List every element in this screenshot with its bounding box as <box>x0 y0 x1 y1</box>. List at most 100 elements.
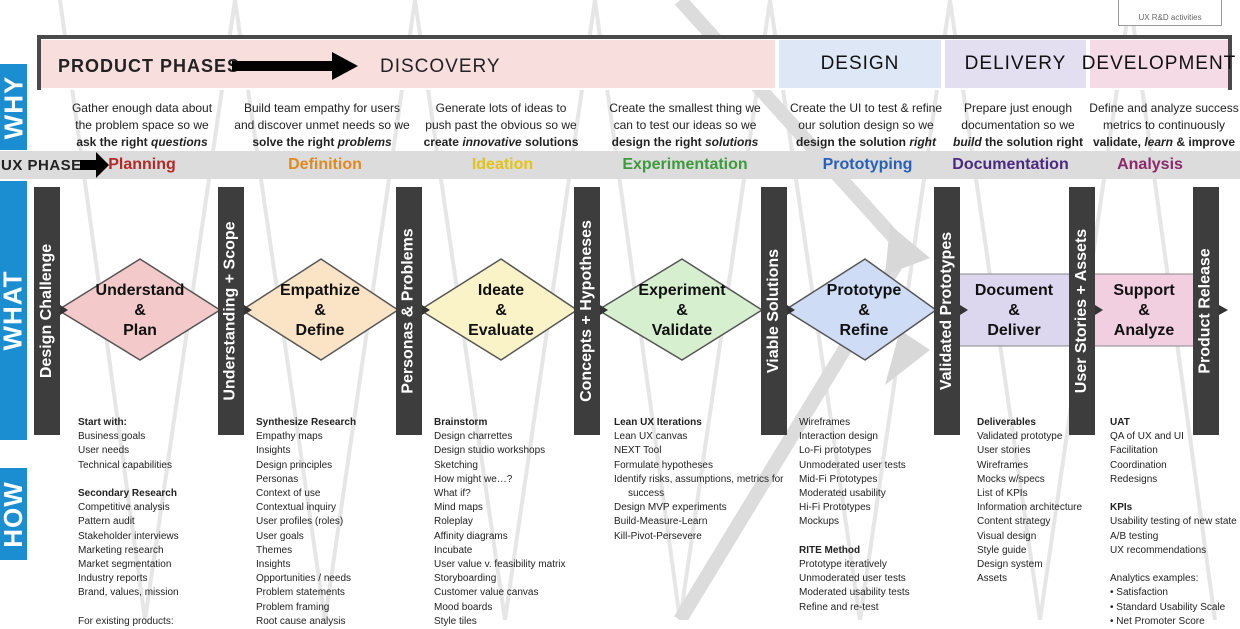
how-item: Insights <box>256 445 291 457</box>
how-item: Competitive analysis <box>78 502 170 514</box>
activity-experiment-validate: Experiment&Validate <box>638 282 726 339</box>
how-item: Refine and re-test <box>799 601 879 613</box>
arrow-right-icon <box>80 152 109 178</box>
how-item: Build-Measure-Learn <box>614 516 708 528</box>
how-item: Start with: <box>78 417 127 428</box>
how-item: Storyboarding <box>434 573 497 585</box>
activity-understand-plan: Understand&Plan <box>95 282 185 339</box>
how-item: Identify risks, assumptions, metrics for <box>614 473 784 485</box>
how-item: Sketching <box>434 459 478 471</box>
how-item: NEXT Tool <box>614 445 662 457</box>
how-item: Empathy maps <box>256 431 323 443</box>
how-item: User profiles (roles) <box>256 516 344 528</box>
how-item: KPIs <box>1110 502 1133 514</box>
how-item: Prototype iteratively <box>799 559 887 571</box>
how-item: Style tiles <box>434 615 477 627</box>
how-label: HOW <box>0 468 28 560</box>
arrow-right-icon <box>232 52 358 80</box>
how-item: Opportunities / needs <box>256 573 352 585</box>
gate-product-release: Product Release <box>1193 187 1219 435</box>
activity-document-deliver: Document&Deliver <box>974 282 1054 339</box>
how-item: Affinity diagrams <box>434 530 508 542</box>
how-item: Design charrettes <box>434 431 513 443</box>
how-item: Mockups <box>799 516 840 528</box>
how-item: Design MVP experiments <box>614 502 727 514</box>
how-item: For existing products: <box>78 615 174 627</box>
how-item: Context of use <box>256 488 321 500</box>
activity-empathize-define: Empathize&Define <box>279 282 360 339</box>
how-item: Problem statements <box>256 587 345 599</box>
how-item: Business goals <box>78 431 146 443</box>
how-item <box>1110 487 1237 501</box>
activity-support-analyze: Support&Analyze <box>1113 282 1175 339</box>
how-item: Usability testing of new state <box>1110 516 1237 528</box>
phase-delivery: DELIVERY <box>945 40 1086 88</box>
gate-viable-solutions: Viable Solutions <box>761 187 787 435</box>
how-item: Information architecture <box>977 502 1083 514</box>
how-item: Industry reports <box>78 573 148 585</box>
how-item: What if? <box>434 488 471 500</box>
how-item: A/B testing <box>1110 530 1159 542</box>
how-item: Facilitation <box>1110 445 1158 457</box>
how-item: Mind maps <box>434 502 483 514</box>
how-item: Kill-Pivot-Persevere <box>614 530 702 542</box>
how-item: Mocks w/specs <box>977 473 1045 485</box>
how-item: Insights <box>256 559 291 571</box>
how-item <box>78 601 179 615</box>
how-item: Design principles <box>256 459 333 471</box>
phase-development: DEVELOPMENT <box>1082 40 1235 88</box>
how-item: Secondary Research <box>78 488 177 499</box>
how-item: Lean UX canvas <box>614 431 688 443</box>
how-item: Redesigns <box>1110 473 1158 485</box>
how-item: UX recommendations <box>1110 544 1207 556</box>
how-item: • Satisfaction <box>1110 587 1168 599</box>
what-label: WHAT <box>0 181 28 440</box>
how-item: Design system <box>977 559 1043 571</box>
how-item: Market segmentation <box>78 559 172 571</box>
how-item: RITE Method <box>799 544 861 556</box>
how-item: Moderated usability <box>799 488 886 500</box>
how-item: Wireframes <box>977 459 1029 471</box>
how-item: Mid-Fi Prototypes <box>799 473 878 485</box>
gate-understanding-scope: Understanding + Scope <box>218 187 244 435</box>
how-item: Incubate <box>434 544 473 556</box>
how-item: Unmoderated user tests <box>799 573 906 585</box>
phase-discovery <box>41 40 775 88</box>
ux-phase-planning: Planning <box>108 156 176 173</box>
ux-phase-ideation: Ideation <box>471 156 534 173</box>
how-item: UAT <box>1110 417 1130 428</box>
how-item: Design studio workshops <box>434 445 546 457</box>
how-item: User stories <box>977 445 1031 457</box>
how-item: success <box>628 488 665 500</box>
how-item: Hi-Fi Prototypes <box>799 502 871 514</box>
box-support <box>1092 273 1196 347</box>
ux-phase-experimentation: Experimentation <box>622 156 748 173</box>
how-item: Pattern audit <box>78 516 135 528</box>
how-item: Formulate hypotheses <box>614 459 713 471</box>
how-item: Personas <box>256 473 299 485</box>
ux-phases-strip <box>0 151 1240 179</box>
how-item: List of KPIs <box>977 488 1028 500</box>
how-item: Wireframes <box>799 417 851 428</box>
how-item: Customer value canvas <box>434 587 539 599</box>
how-item: Roleplay <box>434 516 473 528</box>
activity-ideate-evaluate: Ideate&Evaluate <box>468 282 534 339</box>
how-item: Coordination <box>1110 459 1167 471</box>
how-item <box>799 530 910 544</box>
how-item: Moderated usability tests <box>799 587 910 599</box>
how-item: Deliverables <box>977 417 1036 428</box>
how-item: Interaction design <box>799 431 878 443</box>
how-item: How might we…? <box>434 473 513 485</box>
gate-design-challenge: Design Challenge <box>34 187 60 435</box>
how-item: Analytics examples: <box>1110 573 1199 585</box>
how-item: QA of UX and UI <box>1110 431 1184 443</box>
